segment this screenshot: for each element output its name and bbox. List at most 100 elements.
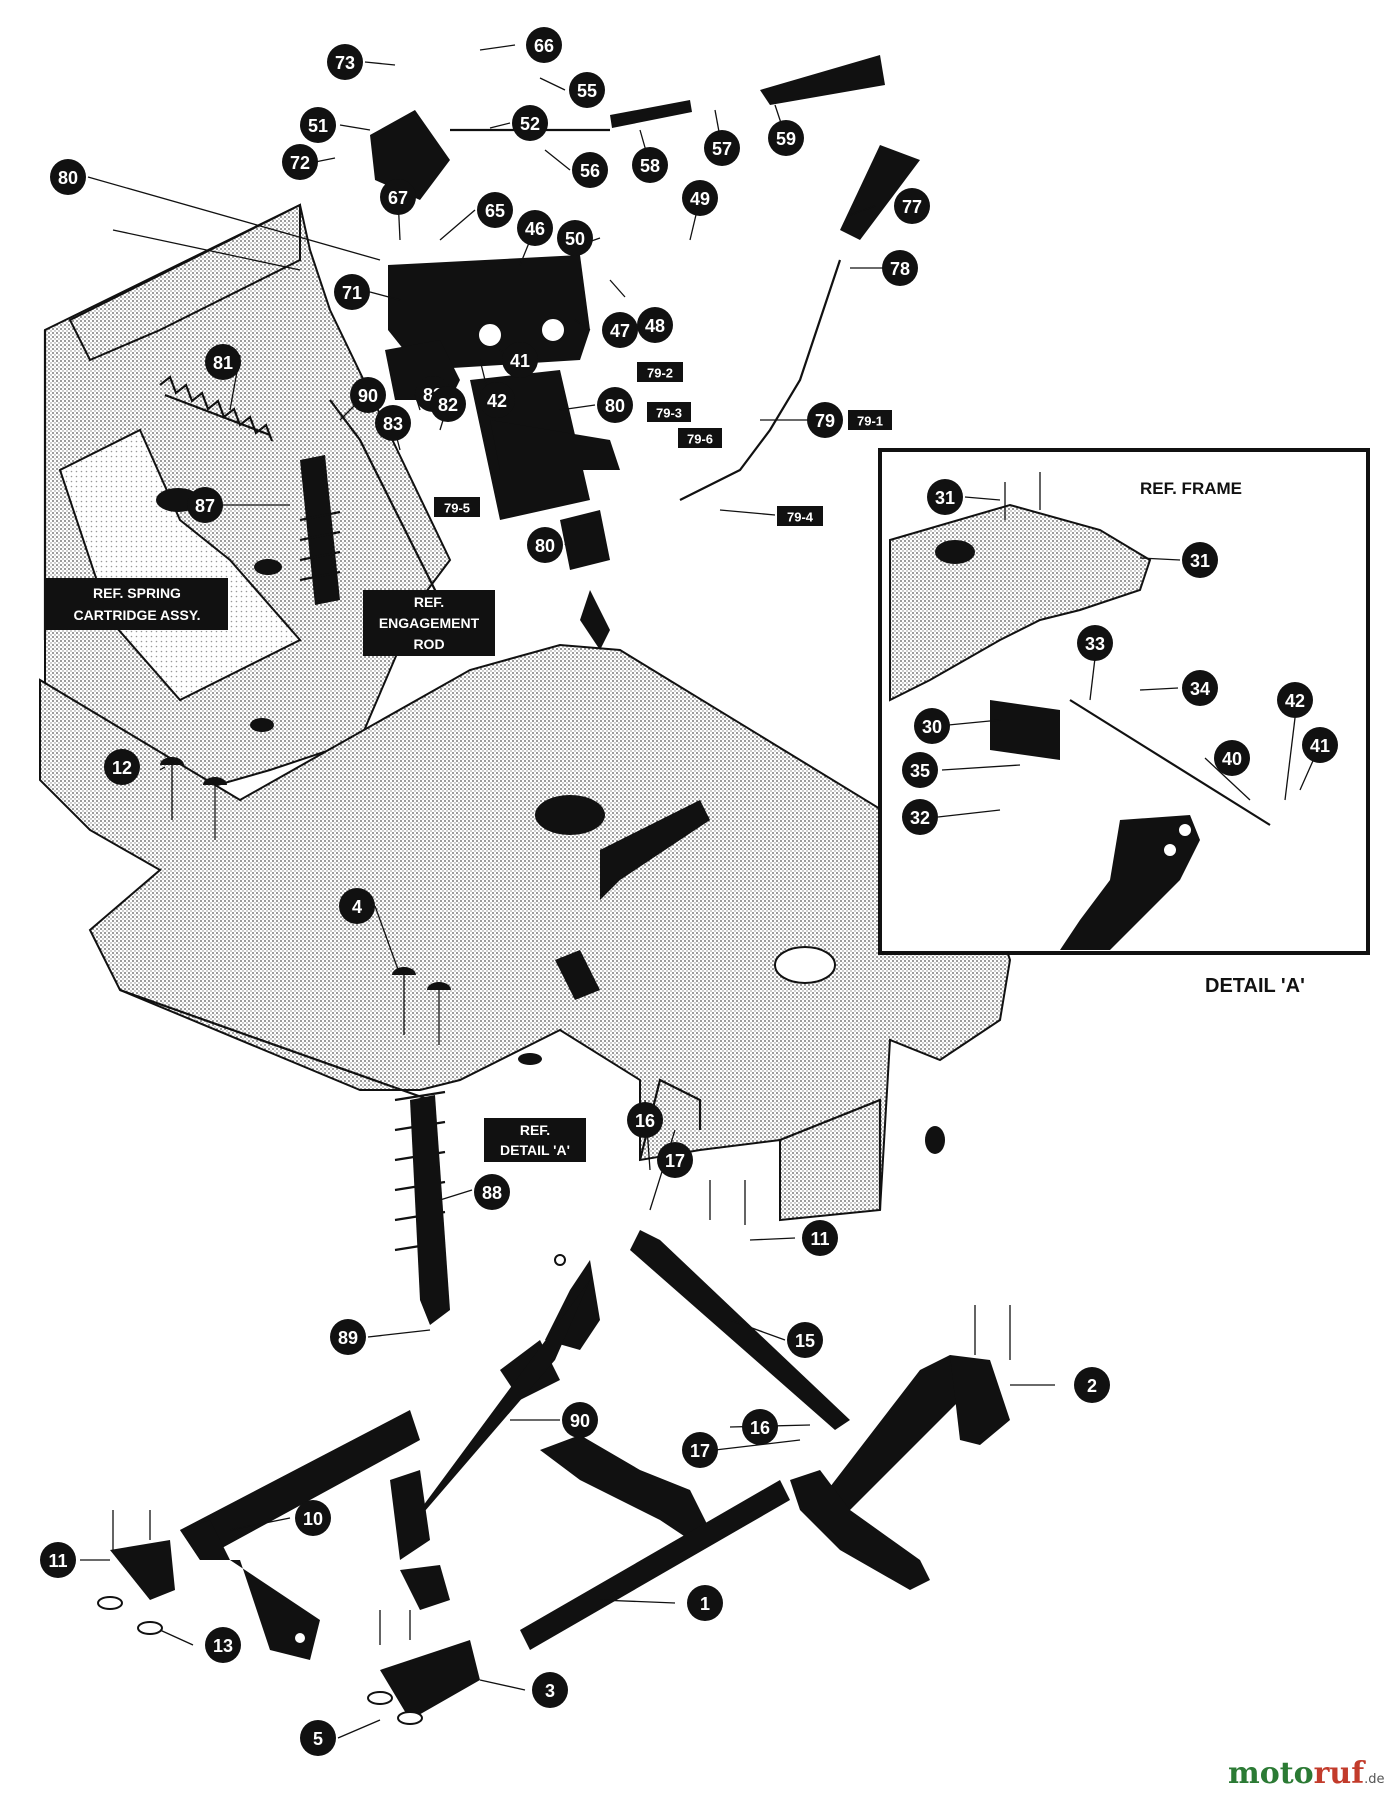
callout-c4: 4 bbox=[339, 888, 375, 924]
ref-rod-line2: ENGAGEMENT bbox=[379, 615, 480, 631]
callout-c90b: 90 bbox=[562, 1402, 598, 1438]
callout-c66: 66 bbox=[526, 27, 562, 63]
callout-number: 52 bbox=[520, 114, 540, 134]
callout-number: 34 bbox=[1190, 679, 1210, 699]
tag-label: 79-4 bbox=[787, 510, 814, 525]
ref-rod-line1: REF. bbox=[414, 594, 444, 610]
callout-circle bbox=[334, 274, 370, 310]
callout-c65: 65 bbox=[477, 192, 513, 228]
ref-detail-a-label: REF. DETAIL 'A' bbox=[484, 1118, 586, 1162]
callout-number: 41 bbox=[510, 351, 530, 371]
tag-t79_1: 79-1 bbox=[848, 410, 892, 430]
watermark-part3: .de bbox=[1364, 1772, 1384, 1787]
callout-circle bbox=[657, 1142, 693, 1178]
callout-number: 80 bbox=[605, 396, 625, 416]
callout-c42: 42 bbox=[479, 382, 515, 418]
callout-circle bbox=[330, 1319, 366, 1355]
ref-spring-cartridge-label: REF. SPRING CARTRIDGE ASSY. bbox=[45, 578, 228, 630]
callout-c88: 88 bbox=[474, 1174, 510, 1210]
callout-c59: 59 bbox=[768, 120, 804, 156]
callout-number: 89 bbox=[338, 1328, 358, 1348]
callout-circle bbox=[512, 105, 548, 141]
callout-number: 78 bbox=[890, 259, 910, 279]
callout-number: 82 bbox=[438, 395, 458, 415]
tag-label: 79-1 bbox=[857, 414, 883, 429]
callout-c58: 58 bbox=[632, 147, 668, 183]
callout-number: 40 bbox=[1222, 749, 1242, 769]
callout-number: 17 bbox=[690, 1441, 710, 1461]
callout-circle bbox=[602, 312, 638, 348]
callout-c2: 2 bbox=[1074, 1367, 1110, 1403]
callout-number: 55 bbox=[577, 81, 597, 101]
tag-label: 79-6 bbox=[687, 432, 713, 447]
callout-c67: 67 bbox=[380, 179, 416, 215]
callout-c71: 71 bbox=[334, 274, 370, 310]
callout-c90a: 90 bbox=[350, 377, 386, 413]
control-rod bbox=[679, 259, 842, 501]
callout-circle bbox=[557, 220, 593, 256]
callout-c51: 51 bbox=[300, 107, 336, 143]
callout-circle bbox=[597, 387, 633, 423]
callout-number: 42 bbox=[487, 391, 507, 411]
callout-c80c: 80 bbox=[527, 527, 563, 563]
callout-number: 32 bbox=[910, 808, 930, 828]
callout-circle bbox=[927, 479, 963, 515]
callout-number: 79 bbox=[815, 411, 835, 431]
callout-circle bbox=[430, 386, 466, 422]
callout-c80b: 80 bbox=[597, 387, 633, 423]
callout-number: 33 bbox=[1085, 634, 1105, 654]
callout-number: 10 bbox=[303, 1509, 323, 1529]
lift-linkage bbox=[97, 1230, 1010, 1725]
callout-c30: 30 bbox=[914, 708, 950, 744]
control-bracket-assembly bbox=[370, 55, 920, 650]
callout-c89: 89 bbox=[330, 1319, 366, 1355]
tag-box bbox=[637, 362, 683, 382]
callout-c40: 40 bbox=[1214, 740, 1250, 776]
callout-circle bbox=[632, 147, 668, 183]
callout-c16b: 16 bbox=[742, 1409, 778, 1445]
ref-detail-line1: REF. bbox=[520, 1122, 550, 1138]
callout-circle bbox=[327, 44, 363, 80]
callout-c17b: 17 bbox=[682, 1432, 718, 1468]
callout-circle bbox=[802, 1220, 838, 1256]
callout-circle bbox=[1277, 682, 1313, 718]
tag-box bbox=[647, 402, 691, 422]
tag-t79_4: 79-4 bbox=[777, 506, 823, 526]
main-deck-plate bbox=[39, 643, 1012, 1222]
callout-c79: 79 bbox=[807, 402, 843, 438]
callout-circle bbox=[807, 402, 843, 438]
callout-c13: 13 bbox=[205, 1627, 241, 1663]
callout-circle bbox=[380, 179, 416, 215]
ref-engagement-rod-label: REF. ENGAGEMENT ROD bbox=[363, 590, 495, 656]
ref-detail-line2: DETAIL 'A' bbox=[500, 1142, 570, 1158]
callout-c73: 73 bbox=[327, 44, 363, 80]
tag-label: 79-5 bbox=[444, 501, 470, 516]
callout-circle bbox=[1074, 1367, 1110, 1403]
callout-circle bbox=[1214, 740, 1250, 776]
callout-number: 47 bbox=[610, 321, 630, 341]
callout-c49: 49 bbox=[682, 180, 718, 216]
callout-number: 49 bbox=[690, 189, 710, 209]
callout-number: 35 bbox=[910, 761, 930, 781]
callout-c15: 15 bbox=[787, 1322, 823, 1358]
callout-circle bbox=[882, 250, 918, 286]
callout-number: 80 bbox=[58, 168, 78, 188]
callout-c87: 87 bbox=[187, 487, 223, 523]
callout-number: 2 bbox=[1087, 1376, 1097, 1396]
ref-frame-label: REF. FRAME bbox=[1140, 479, 1242, 498]
callout-c56: 56 bbox=[572, 152, 608, 188]
spring-cartridge bbox=[299, 455, 341, 605]
callout-number: 51 bbox=[308, 116, 328, 136]
callout-number: 42 bbox=[1285, 691, 1305, 711]
callout-circle bbox=[902, 752, 938, 788]
tag-group: 79-279-379-679-179-579-4 bbox=[434, 362, 892, 526]
callout-number: 59 bbox=[776, 129, 796, 149]
callout-number: 71 bbox=[342, 283, 362, 303]
callout-circle bbox=[532, 1672, 568, 1708]
callout-circle bbox=[682, 1432, 718, 1468]
callout-c31a: 31 bbox=[927, 479, 963, 515]
callout-number: 50 bbox=[565, 229, 585, 249]
callout-circle bbox=[1302, 727, 1338, 763]
upper-frame bbox=[43, 203, 452, 792]
